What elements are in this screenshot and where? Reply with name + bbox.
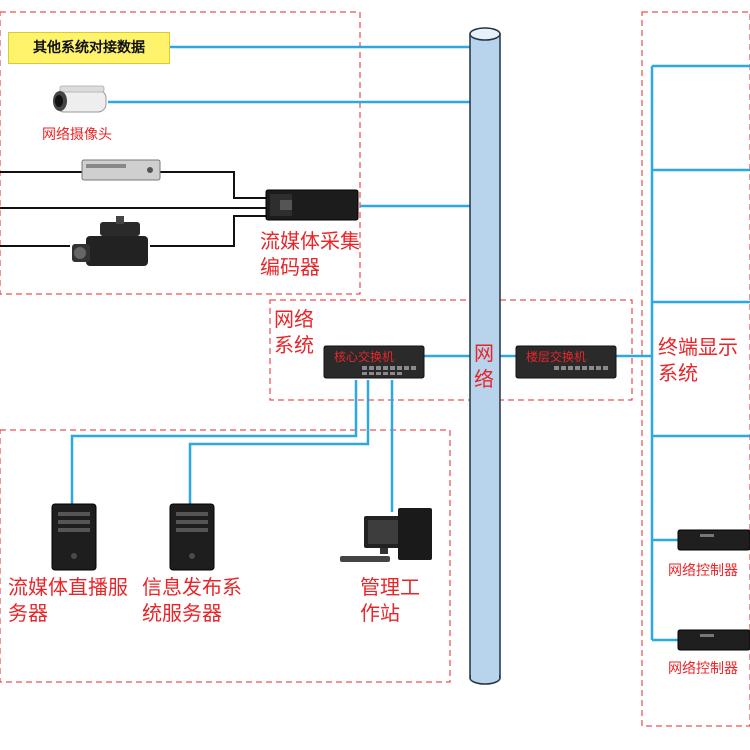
- link-publish-server: [188, 380, 370, 505]
- network-group-box: [269, 299, 633, 401]
- other-systems-label: 其他系统对接数据: [8, 32, 170, 64]
- live-server-label: 流媒体直播服务器: [8, 575, 128, 625]
- network-backbone-label: 网络: [474, 341, 494, 391]
- link-live-server: [70, 380, 358, 505]
- camera-icon: [53, 85, 107, 113]
- dvd-player-icon: [81, 159, 161, 181]
- terminal-display-label: 终端显示系统: [658, 335, 738, 385]
- camcorder-icon: [72, 216, 148, 266]
- backbone-pipe: [469, 27, 501, 685]
- controller-label-2: 网络控制器: [668, 661, 738, 677]
- controller-icon: [677, 529, 750, 551]
- floor-switch-icon: [515, 345, 617, 379]
- controller-icon-2: [677, 629, 750, 651]
- network-camera-label: 网络摄像头: [42, 127, 112, 143]
- core-switch-label: 核心交换机: [334, 350, 395, 364]
- encoder-icon: [265, 189, 359, 221]
- workstation-icon: [340, 508, 432, 562]
- controller-label-1: 网络控制器: [668, 563, 738, 579]
- network-system-label: 网络系统: [274, 307, 314, 357]
- workstation-label: 管理工作站: [360, 575, 420, 625]
- terminal-group-box: [641, 11, 750, 727]
- av-cables: [0, 171, 268, 247]
- publish-server-icon: [169, 503, 215, 571]
- capture-group-box: [0, 11, 361, 295]
- core-switch-icon: [323, 345, 425, 379]
- floor-switch-label: 楼层交换机: [526, 350, 587, 364]
- encoder-label: 流媒体采集编码器: [260, 229, 360, 279]
- live-server-icon: [51, 503, 97, 571]
- publish-server-label: 信息发布系统服务器: [142, 575, 242, 625]
- links: [70, 45, 750, 642]
- server-group-box: [0, 429, 451, 683]
